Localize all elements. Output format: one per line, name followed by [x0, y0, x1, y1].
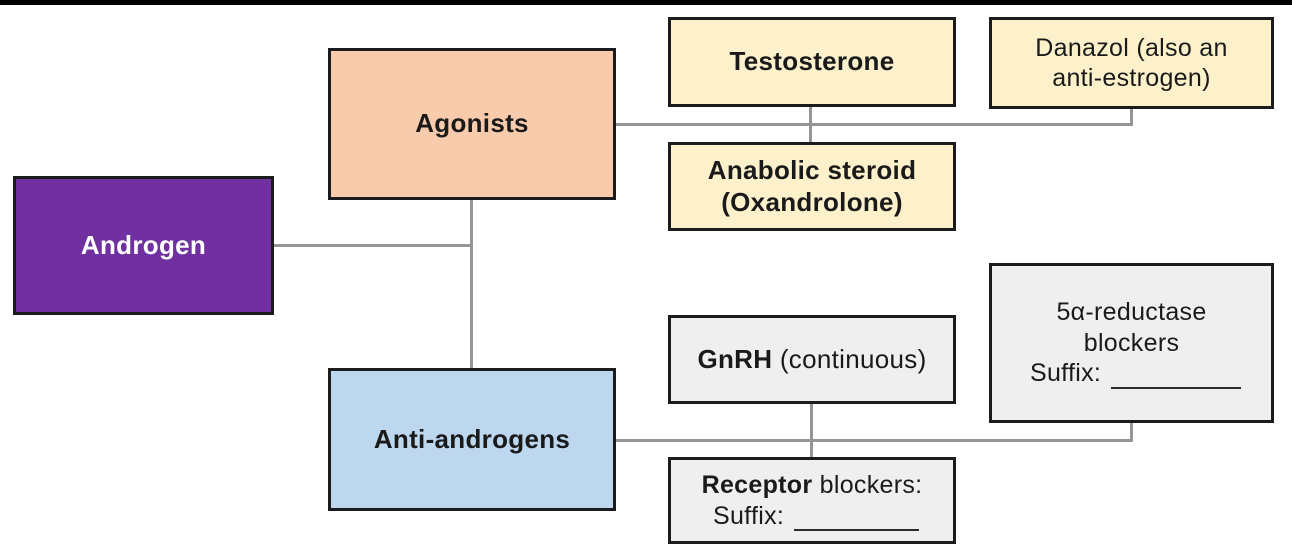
node-anti-androgens-label: Anti-androgens — [373, 423, 571, 454]
node-testosterone: Testosterone — [668, 17, 956, 107]
connector-danazol-stub — [1130, 108, 1133, 126]
node-receptor-suffix-label: Suffix: — [713, 501, 785, 530]
node-reductase-suffix-label: Suffix: — [1030, 359, 1102, 388]
node-testosterone-label: Testosterone — [729, 46, 895, 77]
node-danazol-line2: anti-estrogen) — [1052, 64, 1211, 92]
connector-agonists-to-drugs — [615, 123, 1133, 126]
node-receptor-blockers: Receptor blockers: Suffix: — [668, 457, 956, 544]
node-gnrh-regular: (continuous) — [772, 343, 927, 374]
node-gnrh-label: GnRH (continuous) — [697, 344, 926, 376]
node-anabolic-line2: (Oxandrolone) — [721, 186, 903, 217]
node-danazol-line1: Danazol (also an — [1035, 33, 1228, 62]
node-reductase-line2: blockers — [1083, 328, 1180, 357]
node-reductase-line1: 5α-reductase — [1056, 298, 1207, 327]
node-gnrh: GnRH (continuous) — [668, 315, 956, 404]
node-receptor-suffix-row: Suffix: — [671, 501, 953, 531]
connector-gnrh-to-receptor — [810, 403, 813, 458]
node-androgen: Androgen — [13, 176, 274, 315]
connector-agonists-to-antiandrogens — [470, 200, 473, 368]
node-reductase-blockers: 5α-reductase blockers Suffix: — [989, 263, 1274, 423]
node-receptor-bold: Receptor — [701, 471, 813, 499]
node-agonists-label: Agonists — [415, 108, 529, 139]
connector-reductase-stub — [1130, 422, 1133, 442]
connector-testosterone-to-anabolic — [809, 106, 812, 143]
suffix-blank-line — [794, 504, 919, 531]
node-agonists: Agonists — [328, 48, 616, 200]
suffix-blank-line — [1111, 362, 1241, 389]
node-receptor-label: Receptor blockers: — [702, 470, 923, 501]
connector-androgen-to-branch — [273, 244, 473, 247]
node-anabolic-steroid: Anabolic steroid (Oxandrolone) — [668, 142, 956, 231]
node-receptor-regular: blockers: — [812, 471, 923, 499]
connector-antiandrogens-to-drugs — [615, 439, 1133, 442]
node-anabolic-line1: Anabolic steroid — [707, 154, 917, 185]
node-anti-androgens: Anti-androgens — [328, 368, 616, 511]
top-border-bar — [0, 0, 1292, 5]
node-androgen-label: Androgen — [80, 229, 207, 260]
node-reductase-suffix-row: Suffix: — [992, 358, 1271, 389]
node-danazol: Danazol (also an anti-estrogen) — [989, 17, 1274, 109]
node-gnrh-bold: GnRH — [697, 343, 773, 374]
